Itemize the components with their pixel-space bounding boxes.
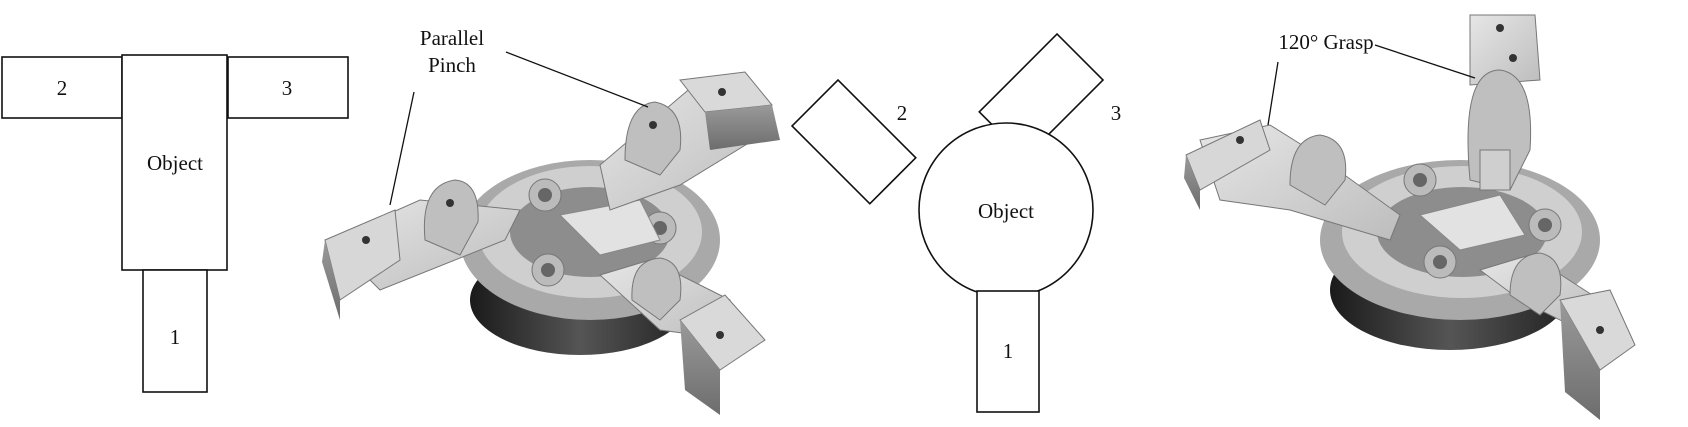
screw-hole	[1236, 136, 1244, 144]
finger-1-label: 1	[170, 325, 181, 349]
finger-3-pad	[1469, 14, 1541, 86]
screw-hole	[1496, 24, 1504, 32]
finger-1-knuckle	[1509, 252, 1562, 316]
finger-1-pad-side	[1560, 300, 1600, 420]
finger-2-knuckle	[1289, 134, 1347, 206]
center-linkage	[1418, 194, 1526, 251]
object-label: Object	[978, 199, 1034, 223]
screw-hole	[446, 199, 454, 207]
pivot-hole	[541, 263, 555, 277]
object-label: Object	[147, 151, 203, 175]
callout-leader-left	[389, 91, 415, 206]
pivot-hole	[1433, 255, 1447, 269]
screw-hole	[362, 236, 370, 244]
parallel-schematic: 2 3 Object 1	[1, 54, 349, 393]
finger-2-box	[1, 56, 123, 119]
finger-3-arm	[1479, 149, 1511, 191]
callout-leader-left	[1267, 61, 1279, 126]
screw-hole	[1596, 326, 1604, 334]
finger-2-pad	[1185, 119, 1271, 191]
finger-1-pad-side	[680, 320, 720, 415]
finger-1-knuckle	[631, 257, 682, 321]
finger-2-box	[790, 78, 917, 205]
finger-2-label: 2	[57, 76, 68, 100]
screw-hole	[716, 331, 724, 339]
finger-2-label: 2	[897, 101, 908, 125]
finger-2-knuckle	[423, 179, 479, 256]
screw-hole	[1509, 54, 1517, 62]
finger-3-pad-side	[705, 105, 780, 150]
parallel-render: Parallel Pinch	[322, 26, 780, 415]
finger-1-box	[142, 269, 208, 393]
finger-1-box	[976, 290, 1040, 413]
grasp-render: 120° Grasp	[1184, 14, 1636, 420]
finger-1-label: 1	[1003, 339, 1014, 363]
pivot-hole	[653, 221, 667, 235]
finger-3-label: 3	[1111, 101, 1122, 125]
finger-3-knuckle	[624, 101, 682, 176]
pivot-hole	[538, 188, 552, 202]
finger-2-pad-side	[322, 240, 340, 320]
callout-120-grasp-text: 120° Grasp	[1278, 30, 1373, 54]
grasp-schematic: 2 3 Object 1	[790, 32, 1122, 413]
finger-3-box	[227, 56, 349, 119]
callout-pinch-text: Pinch	[428, 53, 476, 77]
finger-2-pad-side	[1184, 155, 1200, 210]
screw-hole	[718, 88, 726, 96]
pivot-hole	[1413, 173, 1427, 187]
callout-parallel-text: Parallel	[420, 26, 484, 50]
callout-leader-right	[1374, 44, 1476, 79]
pivot-hole	[1538, 218, 1552, 232]
finger-3-label: 3	[282, 76, 293, 100]
object-box	[121, 54, 228, 271]
callout-leader-right	[505, 51, 649, 108]
screw-hole	[649, 121, 657, 129]
